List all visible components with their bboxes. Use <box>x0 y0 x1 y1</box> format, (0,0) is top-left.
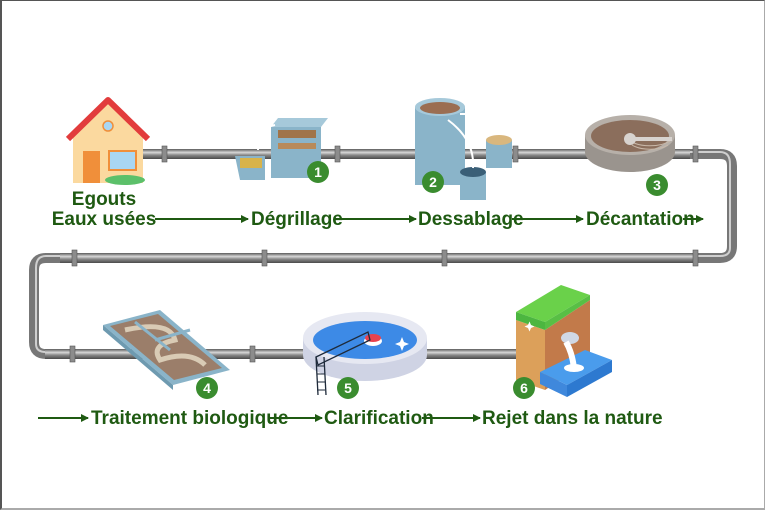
source-label-line2: Eaux usées <box>52 209 157 230</box>
settling-tank-icon <box>585 115 675 172</box>
step-badge-6: 6 <box>513 377 535 399</box>
grit-chamber-icon <box>415 98 512 200</box>
house-icon <box>65 97 151 185</box>
step-label-4: Traitement biologique <box>91 408 288 429</box>
step-label-5: Clarification <box>324 408 434 429</box>
step-label-6: Rejet dans la nature <box>482 408 663 429</box>
biological-basin-icon <box>103 310 230 390</box>
pipe-couplings <box>69 145 699 363</box>
step-badge-1: 1 <box>307 161 329 183</box>
step-number: 2 <box>429 174 437 190</box>
pipe-bottom <box>45 349 525 359</box>
step-badge-2: 2 <box>422 171 444 193</box>
pipe-middle <box>45 253 695 263</box>
clarifier-pool-icon <box>303 312 427 396</box>
screening-tank-icon <box>235 118 328 180</box>
pipe-left-bend <box>29 253 60 359</box>
step-label-1: Dégrillage <box>251 209 343 230</box>
step-number: 5 <box>344 380 352 396</box>
step-badge-3: 3 <box>646 174 668 196</box>
source-label-line1: Egouts <box>72 189 136 210</box>
step-label-3: Décantation <box>586 209 695 230</box>
step-number: 4 <box>203 380 211 396</box>
pipe-right-bend <box>690 149 737 263</box>
step-badge-5: 5 <box>337 377 359 399</box>
step-number: 6 <box>520 380 528 396</box>
step-label-2: Dessablage <box>418 209 524 230</box>
river-discharge-icon <box>516 285 612 397</box>
step-number: 3 <box>653 177 661 193</box>
step-badge-4: 4 <box>196 377 218 399</box>
step-number: 1 <box>314 164 322 180</box>
